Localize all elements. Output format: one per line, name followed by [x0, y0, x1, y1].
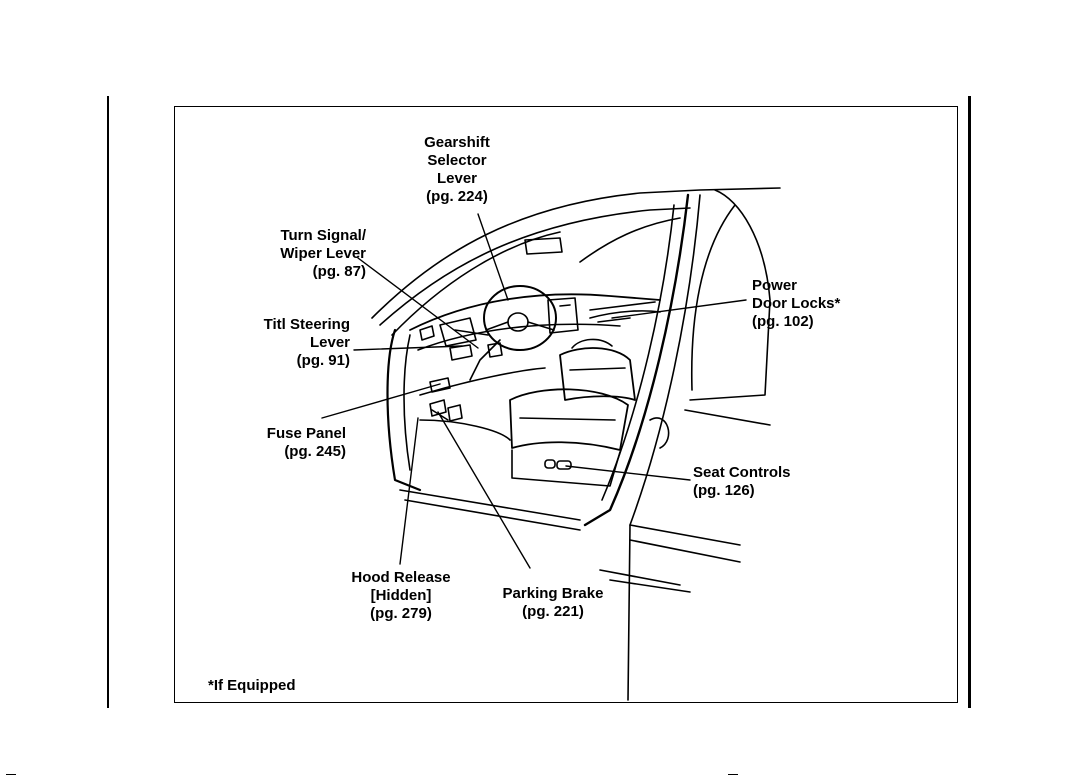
- seat-switch-1: [545, 460, 555, 468]
- callout-power-door-locks: Power Door Locks* (pg. 102): [752, 277, 872, 331]
- seat-back-line: [570, 368, 625, 370]
- headrest: [572, 339, 612, 348]
- pedal-2: [448, 405, 462, 421]
- door-panel-top: [590, 302, 655, 310]
- vent-2: [560, 305, 570, 306]
- leader-parking: [438, 412, 530, 568]
- steering-hub: [508, 313, 528, 331]
- sun-visor: [525, 238, 562, 254]
- leader-fuse: [322, 384, 440, 418]
- sill-1: [400, 490, 580, 520]
- seat-cushion-line: [520, 418, 615, 420]
- b-pillar: [585, 195, 688, 525]
- callout-parking-brake: Parking Brake (pg. 221): [488, 585, 618, 621]
- callout-seat-controls: Seat Controls (pg. 126): [693, 464, 843, 500]
- callout-gearshift: Gearshift Selector Lever (pg. 224): [402, 134, 512, 206]
- seat-base: [512, 450, 620, 486]
- rear-window: [692, 205, 735, 390]
- footnote-if-equipped: *If Equipped: [208, 677, 338, 695]
- body-crease: [685, 410, 770, 425]
- leader-lines: [322, 214, 746, 568]
- vent-1: [420, 326, 434, 340]
- sill-4: [630, 540, 740, 562]
- a-pillar: [392, 232, 560, 335]
- leader-door-locks: [612, 300, 746, 318]
- windshield-inner: [380, 208, 690, 325]
- sill-5: [600, 570, 680, 585]
- door-handle: [598, 318, 630, 322]
- callout-hood-release: Hood Release [Hidden] (pg. 279): [336, 569, 466, 623]
- callout-fuse-panel: Fuse Panel (pg. 245): [226, 425, 346, 461]
- callout-turn-signal: Turn Signal/ Wiper Lever (pg. 87): [236, 227, 366, 281]
- sill-3: [630, 525, 740, 545]
- door-frame-front-inner: [404, 335, 410, 470]
- b-pillar-inner: [602, 205, 674, 500]
- steering-wheel: [484, 286, 556, 350]
- leader-turn-signal: [358, 258, 478, 348]
- floor-line: [420, 420, 510, 440]
- visor-line: [580, 218, 680, 262]
- callout-tilt-steering: Titl Steering Lever (pg. 91): [222, 316, 350, 370]
- door-edge: [628, 195, 700, 700]
- roof-line: [372, 188, 780, 318]
- seat-switch-2: [557, 461, 571, 469]
- sill-6: [610, 580, 690, 592]
- tilt-lever: [450, 345, 472, 360]
- fuse-panel-cover: [430, 378, 450, 392]
